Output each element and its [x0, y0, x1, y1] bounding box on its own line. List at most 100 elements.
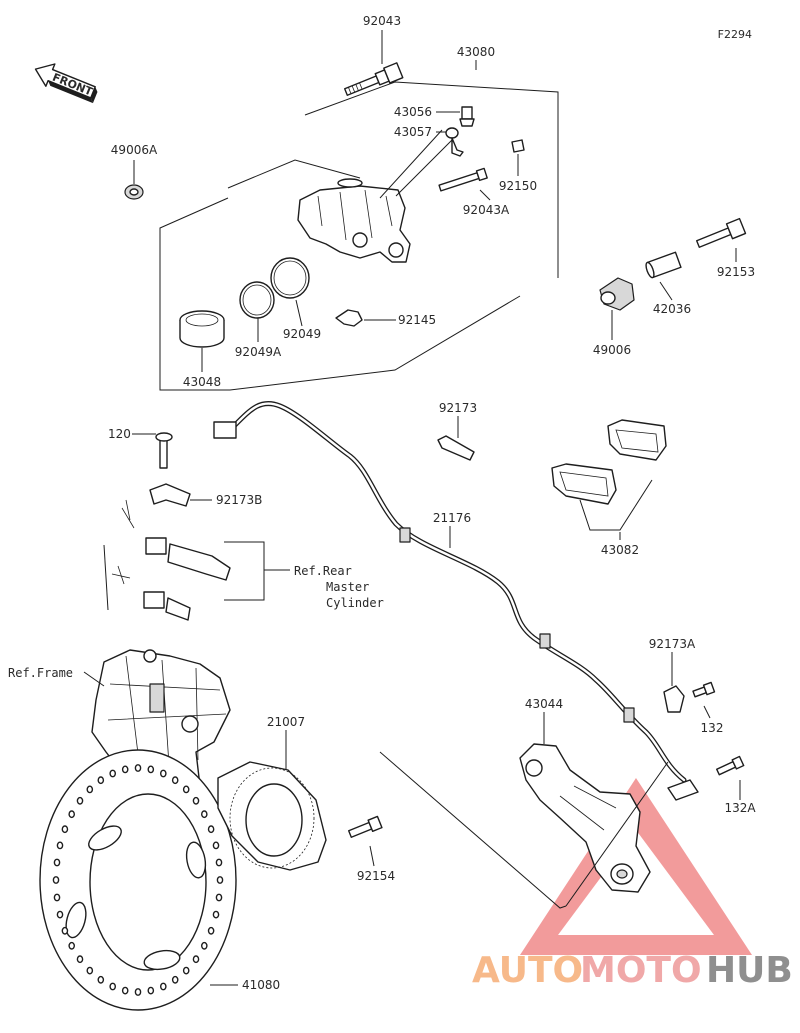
ref-rear-line2: Master — [326, 580, 369, 594]
abs-rotor — [217, 761, 327, 871]
label-92173A: 92173A — [649, 637, 696, 651]
abs-sensor-hose — [213, 401, 699, 801]
bleeder-cap — [445, 127, 464, 157]
label-43057: 43057 — [394, 125, 432, 139]
label-49006: 49006 — [593, 343, 631, 357]
piston — [179, 310, 225, 348]
seal-92049A — [239, 281, 275, 319]
brake-pads — [551, 419, 667, 505]
reference-labels: Ref.Rear Master Cylinder Ref.Frame — [8, 564, 384, 680]
disc-hole — [212, 841, 220, 850]
disc-hole — [97, 975, 105, 984]
disc-hole — [182, 785, 190, 794]
label-92043: 92043 — [363, 14, 401, 28]
pad-spring — [335, 309, 363, 327]
disc-hole — [134, 988, 142, 996]
disc-hole — [147, 765, 155, 774]
disc-hole — [207, 926, 215, 935]
front-arrow-icon: FRONT — [34, 63, 98, 104]
caliper-pin — [438, 167, 488, 192]
label-42036: 42036 — [653, 302, 691, 316]
label-49006A: 49006A — [111, 143, 158, 157]
disc-hole — [56, 841, 64, 850]
disc-hole — [200, 810, 208, 819]
part-labels: 92043 43080 43056 43057 49006A 92150 920… — [108, 14, 756, 992]
label-43048: 43048 — [183, 375, 221, 389]
disc-hole — [215, 893, 223, 902]
caliper-pin-bolt — [343, 62, 404, 96]
plug — [511, 139, 525, 153]
bracket-lines — [379, 751, 669, 909]
disc-hole — [86, 966, 94, 975]
disc-hole — [76, 796, 84, 805]
bolt-132 — [692, 681, 716, 698]
watermark-moto: MOTO — [580, 950, 702, 991]
brake-disc — [39, 749, 237, 1011]
label-92049: 92049 — [283, 327, 321, 341]
abs-sensor-head — [667, 779, 699, 801]
label-92173B: 92173B — [216, 493, 262, 507]
ref-frame: Ref.Frame — [8, 666, 73, 680]
label-132: 132 — [701, 721, 724, 735]
disc-hole — [61, 926, 69, 935]
disc-hole — [192, 796, 200, 805]
disc-hole — [171, 776, 179, 785]
disc-hole — [182, 966, 190, 975]
sleeve-bolt — [695, 217, 747, 248]
label-92153: 92153 — [717, 265, 755, 279]
hose-clamp — [437, 435, 475, 461]
label-92154: 92154 — [357, 869, 395, 883]
label-43080: 43080 — [457, 45, 495, 59]
disc-hole — [121, 986, 129, 995]
disc-hole — [212, 910, 220, 919]
bolt-92154 — [347, 815, 383, 838]
disc-hole — [147, 986, 155, 995]
label-132A: 132A — [724, 801, 756, 815]
label-21176: 21176 — [433, 511, 471, 525]
disc-hole — [121, 765, 129, 774]
disc-hole — [53, 858, 61, 867]
ref-rear-line1: Ref.Rear — [294, 564, 352, 578]
disc-hole — [192, 955, 200, 964]
label-43056: 43056 — [394, 105, 432, 119]
ref-rear-line3: Cylinder — [326, 596, 384, 610]
disc-hole — [207, 825, 215, 834]
disc-hole — [159, 769, 167, 778]
label-92150: 92150 — [499, 179, 537, 193]
disc-hole — [68, 810, 75, 819]
label-120: 120 — [108, 427, 131, 441]
pad-bracket-line — [579, 479, 653, 531]
clamp-b — [149, 483, 191, 507]
disc-hole — [215, 858, 223, 867]
figure-code: F2294 — [718, 28, 752, 41]
label-41080: 41080 — [242, 978, 280, 992]
label-21007: 21007 — [267, 715, 305, 729]
disc-hole — [109, 769, 116, 778]
disc-hole — [53, 893, 61, 902]
disc-hole — [52, 876, 60, 884]
bleeder-valve — [459, 106, 475, 127]
watermark-auto: AUTO — [472, 950, 583, 991]
disc-hole — [134, 764, 142, 772]
master-cylinder-lines — [103, 544, 109, 611]
bolt-132A — [716, 755, 745, 776]
disc-hole — [200, 941, 208, 950]
watermark-logo: AUTO MOTO HUB — [472, 950, 793, 991]
disc-hole — [86, 785, 94, 794]
disc-hole — [56, 910, 64, 919]
abs-connector — [213, 421, 237, 439]
disc-hole — [97, 776, 105, 785]
label-43082: 43082 — [601, 543, 639, 557]
label-92173: 92173 — [439, 401, 477, 415]
boot-large — [599, 277, 635, 311]
caliper-body — [297, 178, 411, 263]
disc-hole — [159, 982, 167, 991]
label-92145: 92145 — [398, 313, 436, 327]
master-cylinder-hoses — [111, 499, 231, 621]
disc-hole — [171, 975, 179, 984]
bolt-120 — [155, 432, 173, 469]
disc-hole — [76, 955, 84, 964]
label-92049A: 92049A — [235, 345, 282, 359]
clamp-a — [663, 685, 685, 713]
